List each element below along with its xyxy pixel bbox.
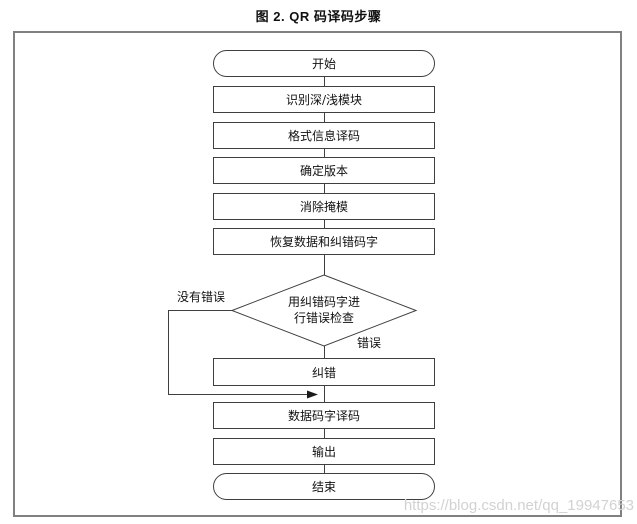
decision-label-line2: 行错误检查: [293, 311, 354, 325]
node-data-codeword-decode: 数据码字译码: [213, 402, 435, 429]
node-remove-mask: 消除掩模: [213, 193, 435, 220]
node-format-info-decode: 格式信息译码: [213, 122, 435, 149]
watermark: https://blog.csdn.net/qq_19947653: [403, 497, 634, 514]
node-output: 输出: [213, 438, 435, 465]
decision-diamond: [230, 274, 418, 347]
node-determine-version: 确定版本: [213, 157, 435, 184]
figure-title: 图 2. QR 码译码步骤: [255, 9, 382, 24]
branch-no-error-label: 没有错误: [177, 290, 226, 304]
node-identify-modules: 识别深/浅模块: [213, 86, 435, 113]
node-restore-data-ecc: 恢复数据和纠错码字: [213, 228, 435, 255]
node-end: 结束: [213, 473, 435, 500]
decision-label: 用纠错码字进 行错误检查: [264, 294, 384, 326]
figure-border: [13, 31, 622, 517]
node-start: 开始: [213, 50, 435, 77]
branch-error-label: 错误: [357, 336, 382, 350]
connector-group: [168, 77, 325, 473]
decision-label-line1: 用纠错码字进: [287, 295, 360, 309]
node-correct-errors: 纠错: [213, 358, 435, 386]
branch-no-error-line: [168, 310, 308, 395]
arrowhead-icon: [307, 390, 318, 399]
